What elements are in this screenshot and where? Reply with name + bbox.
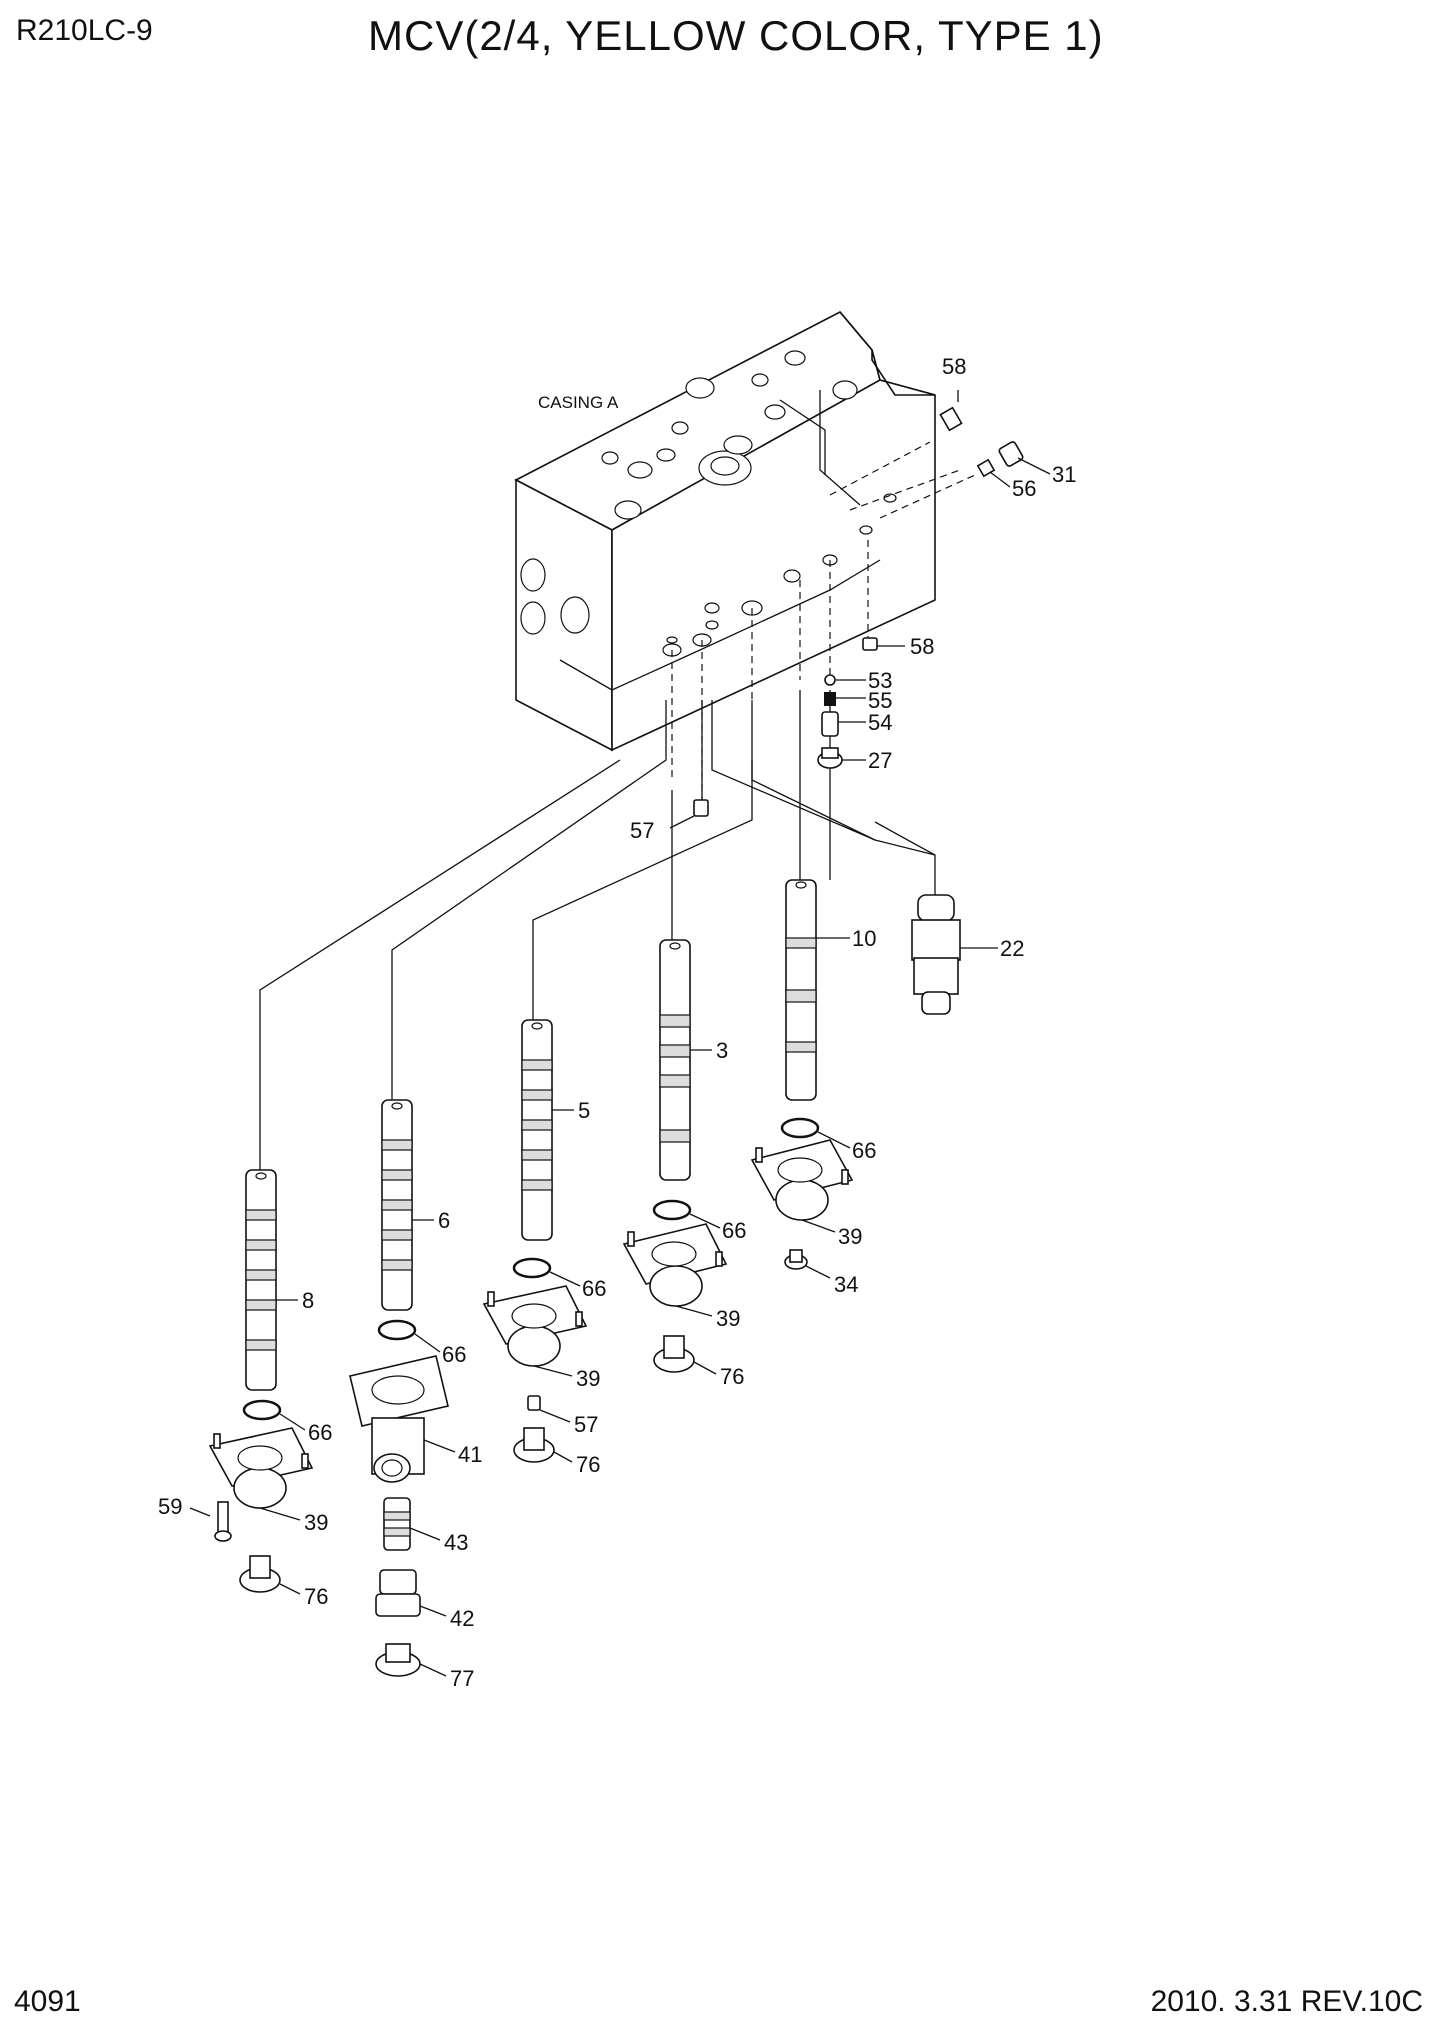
o-ring-66-a xyxy=(780,1117,851,1149)
plug-76-a xyxy=(653,1335,717,1375)
plug-58-side xyxy=(862,637,905,651)
page-number: 4091 xyxy=(14,1985,81,2018)
plug-42 xyxy=(375,1569,447,1617)
callout-76-c: 76 xyxy=(304,1584,328,1609)
callout-27: 27 xyxy=(868,748,892,773)
callout-53: 53 xyxy=(868,668,892,693)
plug-76-c xyxy=(239,1555,301,1595)
callout-39-b: 39 xyxy=(716,1306,740,1331)
callout-39-a: 39 xyxy=(838,1224,862,1249)
callout-34: 34 xyxy=(834,1272,858,1297)
plug-34 xyxy=(784,1249,831,1279)
spool-10 xyxy=(785,879,850,1101)
callout-39-d: 39 xyxy=(304,1510,328,1535)
callouts: 58 31 56 58 53 55 54 27 57 10 22 3 5 6 8… xyxy=(158,354,1076,1691)
spring-55 xyxy=(824,692,866,706)
revision-date: 2010. 3.31 REV.10C xyxy=(1150,1985,1423,2018)
poppet-54 xyxy=(821,711,866,737)
plug-58-top xyxy=(939,390,963,432)
bolt-59 xyxy=(189,1501,232,1542)
callout-77: 77 xyxy=(450,1666,474,1691)
callout-66-b: 66 xyxy=(722,1218,746,1243)
callout-41: 41 xyxy=(458,1442,482,1467)
page-title: MCV(2/4, YELLOW COLOR, TYPE 1) xyxy=(368,12,1104,59)
callout-58-side: 58 xyxy=(910,634,934,659)
callout-3: 3 xyxy=(716,1038,728,1063)
cover-39-c xyxy=(482,1285,588,1377)
plug-56 xyxy=(976,458,1011,488)
casing-a-block xyxy=(514,310,936,752)
plug-27 xyxy=(817,747,866,769)
callout-57-b: 57 xyxy=(574,1412,598,1437)
callout-76-b: 76 xyxy=(576,1452,600,1477)
callout-42: 42 xyxy=(450,1606,474,1631)
o-ring-66-e xyxy=(242,1399,306,1431)
relief-valve-22 xyxy=(911,894,998,1015)
callout-76-a: 76 xyxy=(720,1364,744,1389)
casing-a-label: CASING A xyxy=(538,393,619,412)
callout-66-d: 66 xyxy=(442,1342,466,1367)
hidden-lines xyxy=(671,441,976,800)
callout-5: 5 xyxy=(578,1098,590,1123)
cover-39-d xyxy=(208,1427,314,1521)
plug-57-b xyxy=(527,1395,571,1423)
callout-39-c: 39 xyxy=(576,1366,600,1391)
model-code: R210LC-9 xyxy=(16,14,153,47)
spool-5 xyxy=(521,1019,574,1241)
callout-6: 6 xyxy=(438,1208,450,1233)
callout-55: 55 xyxy=(868,688,892,713)
spool-8 xyxy=(245,1169,298,1391)
callout-66-e: 66 xyxy=(308,1420,332,1445)
callout-56: 56 xyxy=(1012,476,1036,501)
assembly-lines xyxy=(259,690,936,1170)
callout-59: 59 xyxy=(158,1494,182,1519)
callout-58-top: 58 xyxy=(942,354,966,379)
plug-77 xyxy=(375,1643,447,1677)
o-ring-66-d xyxy=(377,1319,441,1353)
callout-43: 43 xyxy=(444,1530,468,1555)
callout-57-top: 57 xyxy=(630,818,654,843)
plug-31 xyxy=(998,441,1051,475)
spool-3 xyxy=(659,939,712,1181)
callout-8: 8 xyxy=(302,1288,314,1313)
spool-6 xyxy=(381,1099,434,1311)
callout-54: 54 xyxy=(868,710,892,735)
cover-39-b xyxy=(622,1223,728,1317)
callout-10: 10 xyxy=(852,926,876,951)
o-ring-66-b xyxy=(652,1199,721,1229)
callout-66-c: 66 xyxy=(582,1276,606,1301)
o-ring-66-c xyxy=(512,1257,581,1287)
callout-66-a: 66 xyxy=(852,1138,876,1163)
plug-57-top xyxy=(669,799,709,829)
cover-39-a xyxy=(750,1139,854,1233)
cover-41 xyxy=(349,1355,456,1483)
ball-53 xyxy=(824,674,866,686)
callout-31: 31 xyxy=(1052,462,1076,487)
plug-76-b xyxy=(513,1427,573,1463)
callout-22: 22 xyxy=(1000,936,1024,961)
fitting-43 xyxy=(383,1497,441,1551)
